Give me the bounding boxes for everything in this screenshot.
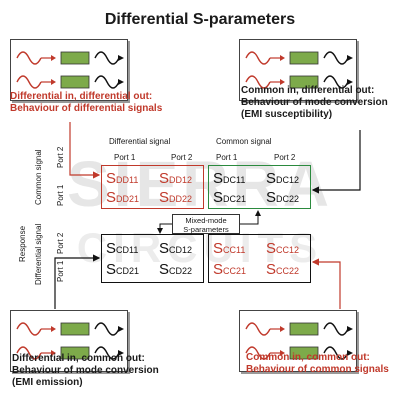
- quadrant-cc: [208, 234, 311, 283]
- device-box-icon: [60, 51, 90, 65]
- s-parameter-dd22: SDD22: [159, 189, 193, 206]
- sine-wave-arrow-icon: [323, 51, 353, 65]
- s-parameter-cd11: SCD11: [106, 240, 139, 257]
- sine-wave-arrow-icon: [323, 346, 353, 360]
- quadrant-cd: [101, 234, 204, 283]
- sine-wave-arrow-icon: [94, 322, 124, 336]
- caption-top-right: Common in, differential out: Behaviour o…: [241, 85, 388, 121]
- sine-wave-arrow-icon: [94, 346, 124, 360]
- caption-line: (EMI susceptibility): [241, 109, 333, 120]
- mixed-mode-line: S-parameters: [183, 225, 229, 234]
- device-box-icon: [60, 75, 90, 89]
- s-parameter-cd22: SCD22: [159, 261, 193, 278]
- caption-line: Behaviour of mode conversion: [12, 365, 159, 376]
- caption-line: Differential in, common out:: [12, 353, 145, 364]
- sine-wave-arrow-icon: [94, 75, 124, 89]
- caption-line: (EMI emission): [12, 377, 83, 388]
- sine-wave-icon: [245, 51, 285, 65]
- sine-wave-icon: [16, 322, 56, 336]
- s-parameter-cc21: SCC21: [213, 261, 247, 278]
- device-box-icon: [289, 346, 319, 360]
- panel-bottom-left: [10, 310, 128, 372]
- s-parameter-dd21: SDD21: [106, 189, 140, 206]
- sine-wave-icon: [16, 51, 56, 65]
- header-port2-diff: Port 2: [171, 153, 193, 162]
- sine-wave-arrow-icon: [94, 51, 124, 65]
- quadrant-dd: [101, 165, 204, 209]
- sine-wave-arrow-icon: [323, 75, 353, 89]
- s-parameter-dd11: SDD11: [106, 170, 139, 187]
- s-parameter-dc11: SDC11: [213, 170, 246, 187]
- caption-line: Behaviour of mode conversion: [241, 97, 388, 108]
- caption-bottom-right: Common in, common out: Behaviour of comm…: [246, 352, 389, 376]
- panel-bottom-right: [239, 310, 357, 372]
- sine-wave-icon: [245, 322, 285, 336]
- header-port1-diff: Port 1: [114, 153, 136, 162]
- device-box-icon: [289, 322, 319, 336]
- sine-wave-icon: [16, 346, 56, 360]
- device-box-icon: [289, 75, 319, 89]
- sine-wave-icon: [245, 75, 285, 89]
- s-parameter-cc22: SCC22: [266, 261, 300, 278]
- quadrant-dc: [208, 165, 311, 209]
- header-port1-common: Port 1: [216, 153, 238, 162]
- header-common-signal: Common signal: [216, 137, 272, 146]
- s-parameter-dc12: SDC12: [266, 170, 300, 187]
- header-port2-common: Port 2: [274, 153, 296, 162]
- s-parameter-cc11: SCC11: [213, 240, 246, 257]
- caption-line: Common in, differential out:: [241, 85, 375, 96]
- panel-top-left: [10, 39, 128, 101]
- header-differential-signal: Differential signal: [109, 137, 171, 146]
- s-parameter-dc22: SDC22: [266, 189, 300, 206]
- caption-line: Behaviour of differential signals: [10, 103, 163, 114]
- s-parameter-dc21: SDC21: [213, 189, 247, 206]
- sine-wave-arrow-icon: [323, 322, 353, 336]
- caption-line: Differential in, differential out:: [10, 91, 153, 102]
- sine-wave-icon: [16, 75, 56, 89]
- sine-wave-icon: [245, 346, 285, 360]
- s-parameter-cc12: SCC12: [266, 240, 300, 257]
- mixed-mode-line: Mixed-mode: [185, 216, 227, 225]
- caption-bottom-left: Differential in, common out: Behaviour o…: [12, 353, 159, 389]
- mixed-mode-label: Mixed-mode S-parameters: [172, 214, 240, 234]
- device-box-icon: [60, 346, 90, 360]
- s-parameter-cd12: SCD12: [159, 240, 193, 257]
- s-parameter-dd12: SDD12: [159, 170, 193, 187]
- caption-line: Behaviour of common signals: [246, 364, 389, 375]
- s-parameter-cd21: SCD21: [106, 261, 140, 278]
- caption-top-left: Differential in, differential out: Behav…: [10, 91, 162, 115]
- device-box-icon: [60, 322, 90, 336]
- device-box-icon: [289, 51, 319, 65]
- caption-line: Common in, common out:: [246, 352, 370, 363]
- diagram-title: Differential S-parameters: [104, 11, 296, 28]
- panel-top-right: [239, 39, 357, 101]
